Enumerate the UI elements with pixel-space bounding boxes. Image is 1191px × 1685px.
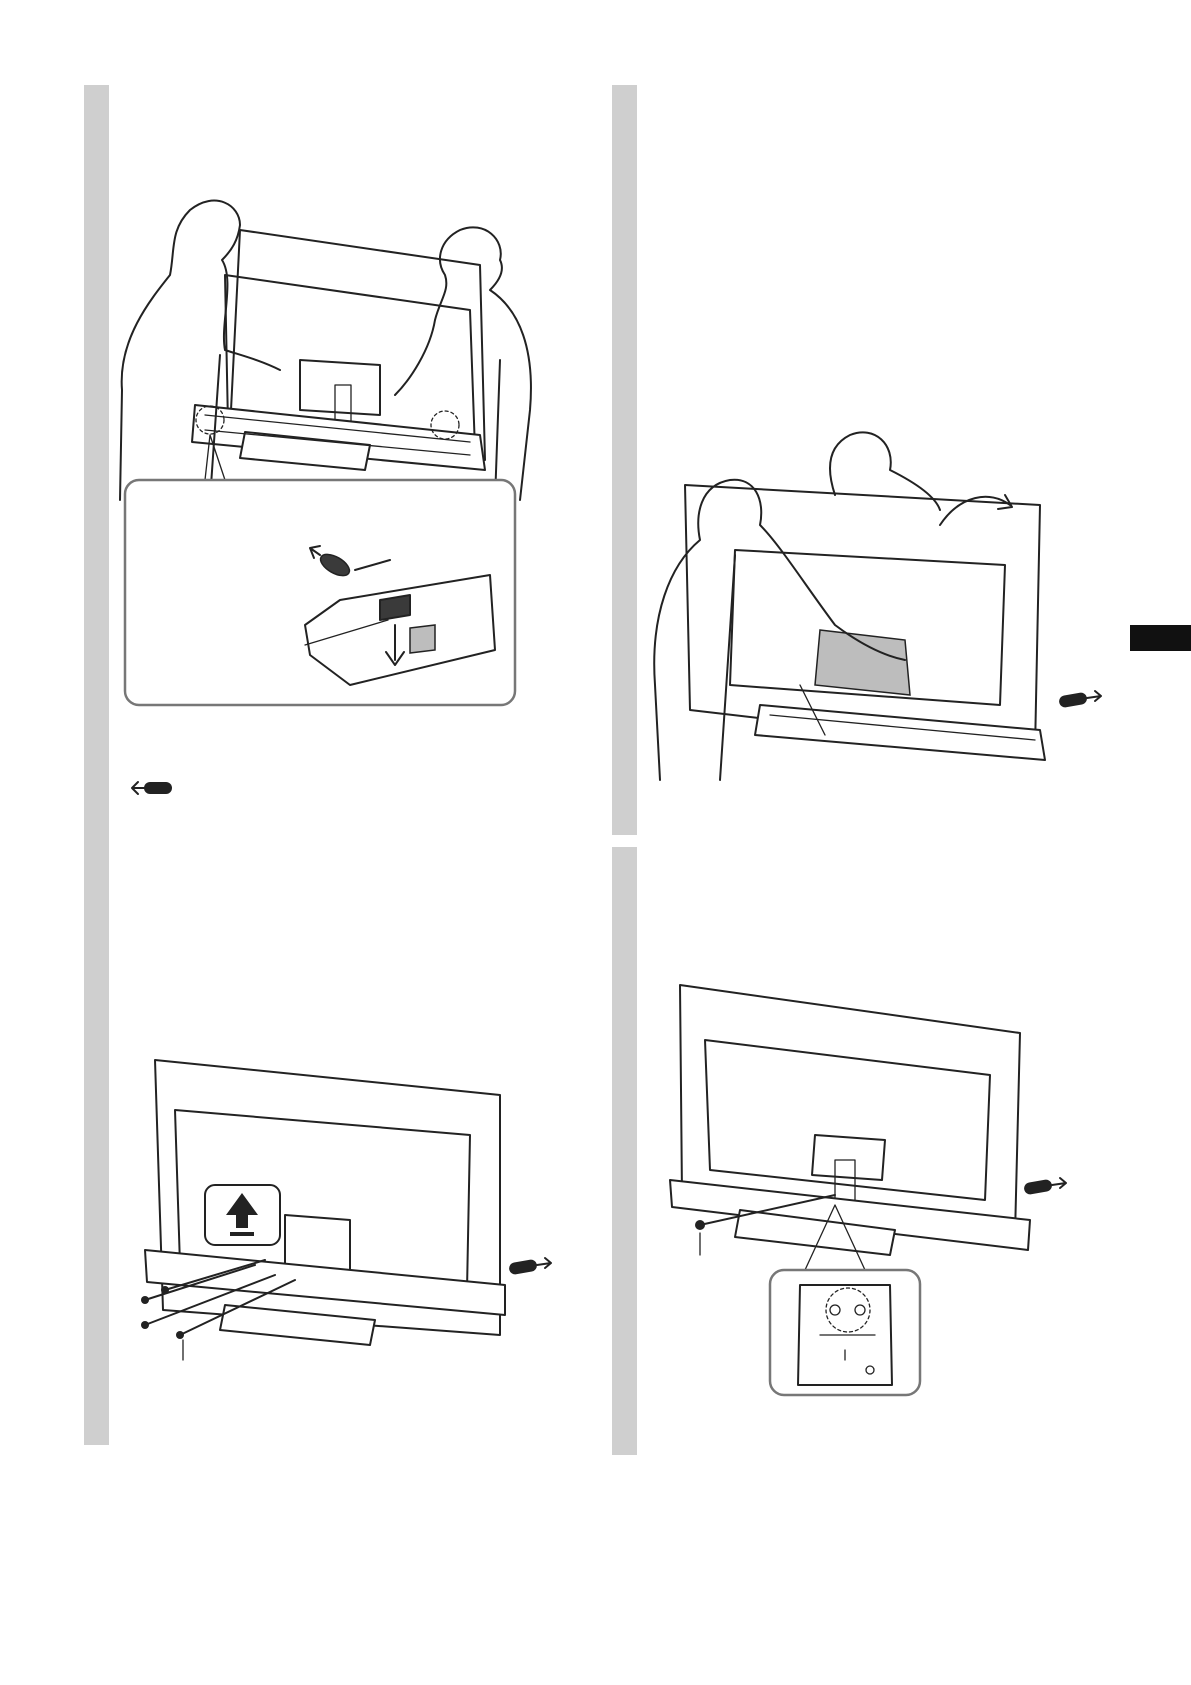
step-1-bar (84, 85, 109, 885)
section-tab (1130, 625, 1191, 651)
step-4-bar (612, 847, 637, 1455)
tv-front-arrow-icon (1055, 688, 1105, 710)
step-3-bar (84, 885, 109, 1445)
tv-front-arrow-icon (505, 1255, 555, 1277)
tv-front-arrow-icon (128, 778, 178, 798)
tv-front-arrow-icon (1020, 1175, 1070, 1197)
step-1-illustration (110, 180, 580, 760)
step-2-bar (612, 85, 637, 835)
step-3-illustration (135, 1050, 575, 1370)
step-2-illustration (640, 385, 1110, 785)
step-4-illustration (660, 975, 1060, 1405)
